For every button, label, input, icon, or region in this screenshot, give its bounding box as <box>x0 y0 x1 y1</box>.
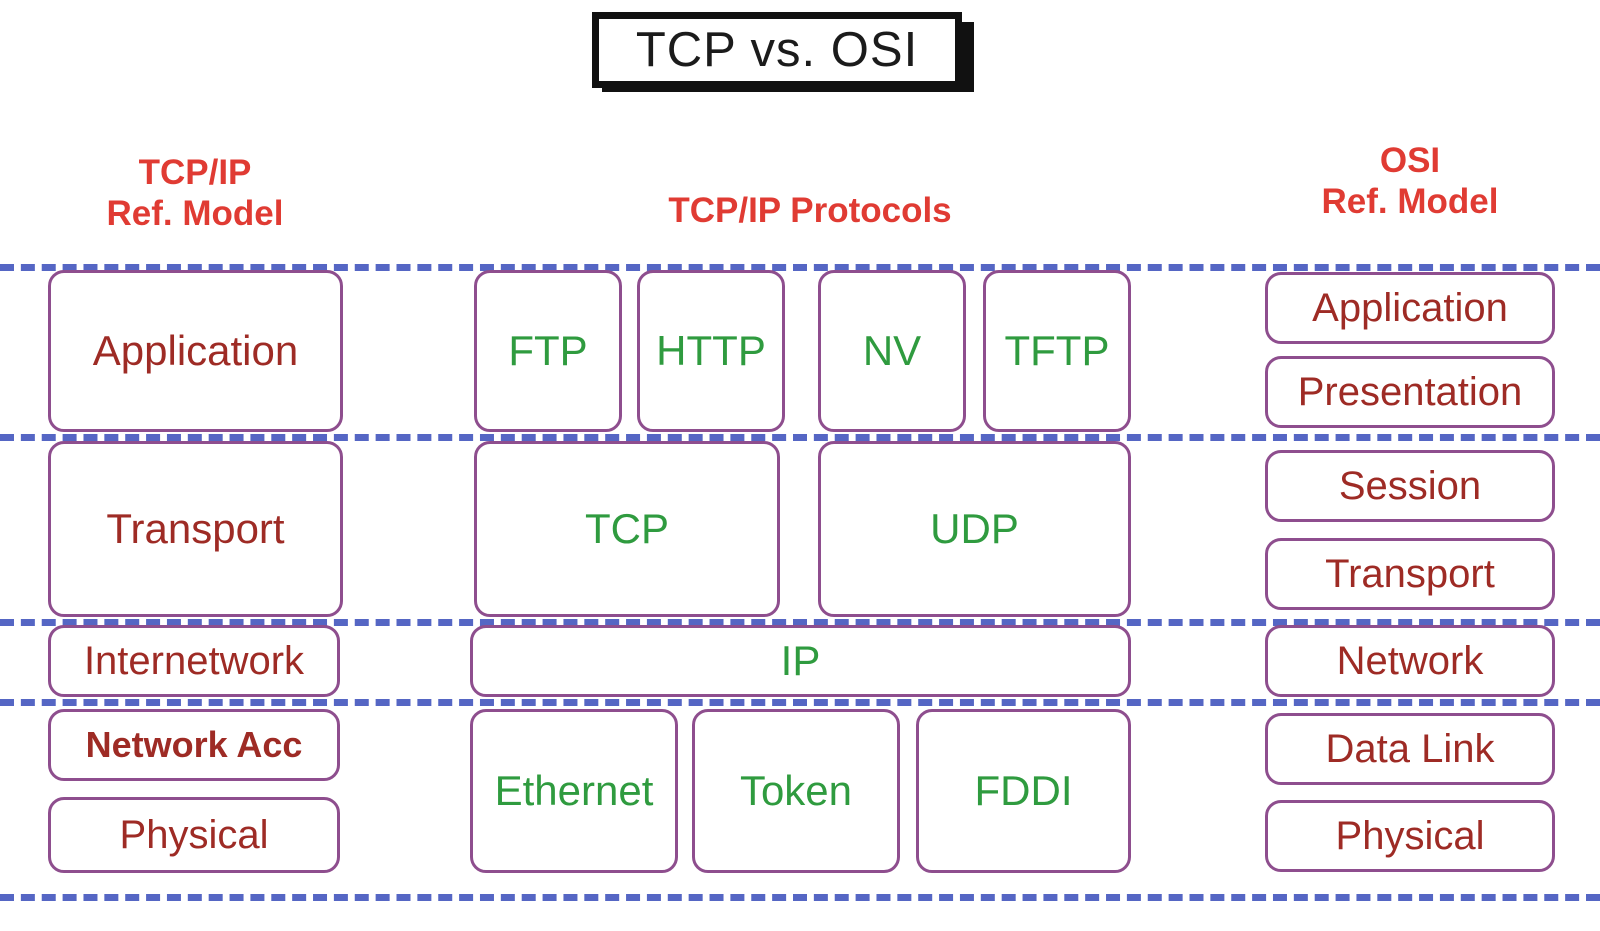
layer-separator-5 <box>0 894 1600 901</box>
column-header-tcpip-protocols: TCP/IP Protocols <box>668 191 952 230</box>
osi-layer-network[interactable]: Network <box>1265 625 1555 697</box>
tcpip-layer-network-access[interactable]: Network Acc <box>48 709 340 781</box>
layer-separator-3 <box>0 619 1600 626</box>
protocol-ip[interactable]: IP <box>470 625 1131 697</box>
osi-layer-presentation[interactable]: Presentation <box>1265 356 1555 428</box>
tcpip-layer-transport[interactable]: Transport <box>48 441 343 617</box>
layer-separator-4 <box>0 699 1600 706</box>
title-frame: TCP vs. OSI <box>592 12 962 88</box>
osi-layer-transport[interactable]: Transport <box>1265 538 1555 610</box>
protocol-tcp[interactable]: TCP <box>474 441 780 617</box>
osi-layer-application[interactable]: Application <box>1265 272 1555 344</box>
osi-layer-data-link[interactable]: Data Link <box>1265 713 1555 785</box>
osi-layer-physical[interactable]: Physical <box>1265 800 1555 872</box>
column-header-tcpip-model: TCP/IP Ref. Model <box>106 153 284 234</box>
protocol-ftp[interactable]: FTP <box>474 270 622 432</box>
osi-layer-session[interactable]: Session <box>1265 450 1555 522</box>
layer-separator-2 <box>0 434 1600 441</box>
protocol-fddi[interactable]: FDDI <box>916 709 1131 873</box>
tcpip-layer-physical[interactable]: Physical <box>48 797 340 873</box>
diagram-title: TCP vs. OSI <box>592 12 974 92</box>
protocol-tftp[interactable]: TFTP <box>983 270 1131 432</box>
tcpip-layer-application[interactable]: Application <box>48 270 343 432</box>
layer-separator-1 <box>0 264 1600 271</box>
protocol-nv[interactable]: NV <box>818 270 966 432</box>
column-header-osi-model: OSI Ref. Model <box>1321 141 1499 222</box>
title-text: TCP vs. OSI <box>635 22 919 77</box>
protocol-http[interactable]: HTTP <box>637 270 785 432</box>
tcpip-layer-internetwork[interactable]: Internetwork <box>48 625 340 697</box>
protocol-ethernet[interactable]: Ethernet <box>470 709 678 873</box>
protocol-token[interactable]: Token <box>692 709 900 873</box>
protocol-udp[interactable]: UDP <box>818 441 1131 617</box>
